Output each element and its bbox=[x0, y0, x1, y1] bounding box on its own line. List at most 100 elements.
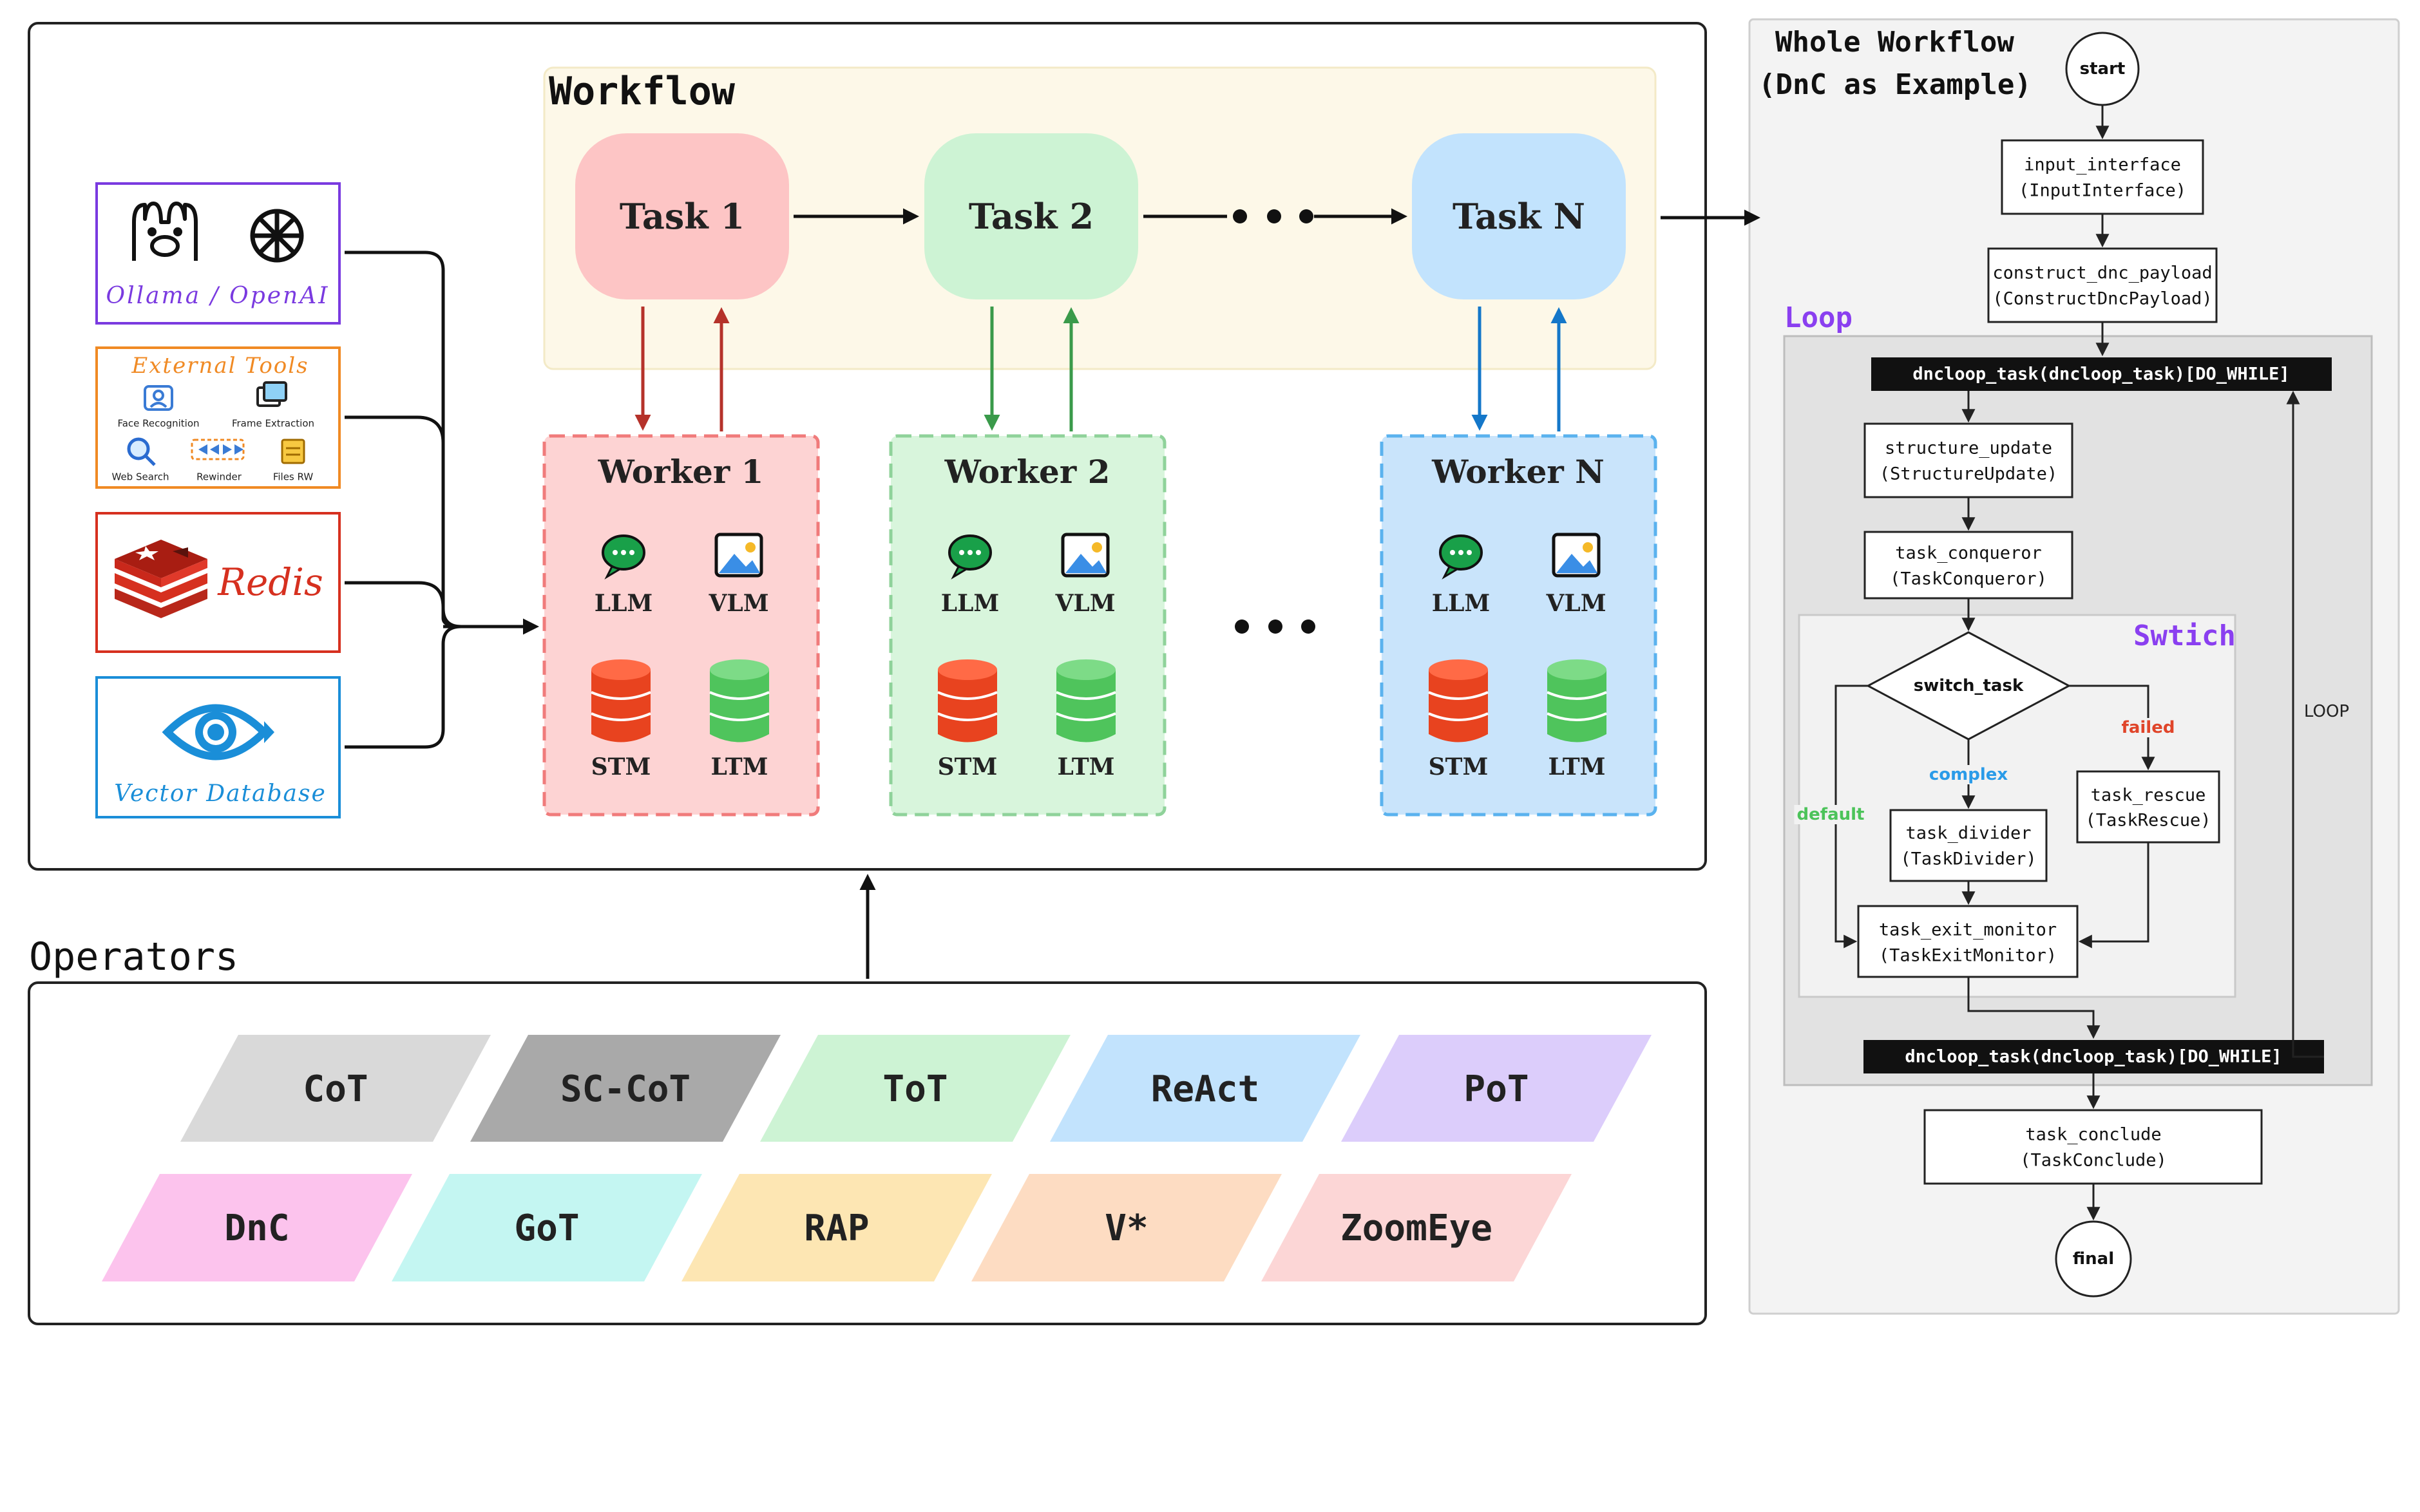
task-2-shape bbox=[924, 133, 1138, 299]
operator-tot[interactable]: ToT bbox=[882, 1068, 948, 1110]
chain-dot-3 bbox=[1299, 209, 1313, 223]
task-conqueror-node bbox=[1863, 531, 2073, 600]
vlm-icon bbox=[1552, 533, 1601, 578]
connector-vector bbox=[345, 625, 462, 749]
worker-2-vlm-label: VLM bbox=[1055, 590, 1116, 617]
operator-got[interactable]: GoT bbox=[514, 1207, 580, 1249]
web-search-icon bbox=[127, 437, 156, 466]
task-conclude-node bbox=[1923, 1109, 2263, 1185]
dncloop-top-label[interactable]: dncloop_task(dncloop_task)[DO_WHILE] bbox=[1912, 364, 2290, 384]
structure-update-l1[interactable]: structure_update bbox=[1884, 438, 2053, 458]
operator-sccot[interactable]: SC-CoT bbox=[560, 1068, 691, 1110]
rewinder-icon bbox=[191, 439, 245, 460]
worker-2-stm-label: STM bbox=[937, 753, 998, 780]
input-interface-l1[interactable]: input_interface bbox=[2024, 155, 2181, 175]
task-exit-monitor-node bbox=[1857, 905, 2079, 978]
worker-1-llm-label: LLM bbox=[594, 590, 653, 617]
tool-rewinder: Rewinder bbox=[196, 471, 242, 483]
operator-pot[interactable]: PoT bbox=[1463, 1068, 1529, 1110]
task-exit-monitor-l2[interactable]: (TaskExitMonitor) bbox=[1878, 945, 2057, 966]
input-interface-node bbox=[2001, 139, 2204, 215]
worker-1-label[interactable]: Worker 1 bbox=[598, 453, 764, 491]
task-2-label[interactable]: Task 2 bbox=[968, 196, 1094, 237]
worker-dot-2 bbox=[1268, 619, 1282, 634]
operator-dnc[interactable]: DnC bbox=[224, 1207, 290, 1249]
worker-n-label[interactable]: Worker N bbox=[1432, 453, 1605, 491]
source-ollama-label: Ollama / OpenAI bbox=[106, 283, 330, 309]
tool-frame-extraction: Frame Extraction bbox=[231, 417, 315, 430]
source-redis-label: Redis bbox=[218, 560, 323, 604]
ltm-icon bbox=[1547, 659, 1607, 742]
worker-1-shape bbox=[542, 434, 820, 817]
worker-2-icons bbox=[937, 533, 1116, 742]
construct-l1[interactable]: construct_dnc_payload bbox=[1992, 263, 2213, 283]
operator-react[interactable]: ReAct bbox=[1150, 1068, 1260, 1110]
construct-node bbox=[1987, 247, 2218, 323]
dncloop-top-node bbox=[1871, 357, 2332, 391]
task-conclude-l2[interactable]: (TaskConclude) bbox=[2020, 1150, 2167, 1171]
task-conqueror-l1[interactable]: task_conqueror bbox=[1895, 543, 2042, 563]
structure-update-l2[interactable]: (StructureUpdate) bbox=[1879, 464, 2058, 484]
task-divider-node bbox=[1889, 809, 2048, 882]
source-vector-label: Vector Database bbox=[114, 780, 327, 807]
face-recognition-icon bbox=[144, 385, 173, 411]
operator-sccot-shape bbox=[470, 1035, 781, 1142]
worker-1-ltm-label: LTM bbox=[710, 753, 768, 780]
task-exit-monitor-l1[interactable]: task_exit_monitor bbox=[1878, 920, 2057, 940]
files-rw-icon bbox=[281, 439, 305, 464]
construct-l2[interactable]: (ConstructDncPayload) bbox=[1992, 288, 2213, 309]
operator-rap-shape bbox=[681, 1174, 992, 1281]
edge-failed-label: failed bbox=[2119, 718, 2178, 737]
worker-2-label[interactable]: Worker 2 bbox=[944, 453, 1110, 491]
operator-rap[interactable]: RAP bbox=[804, 1207, 870, 1249]
operator-got-shape bbox=[392, 1174, 702, 1281]
final-node bbox=[2055, 1220, 2132, 1298]
chain-dot-2 bbox=[1267, 209, 1281, 223]
worker-n-stm-label: STM bbox=[1428, 753, 1489, 780]
operator-pot-shape bbox=[1341, 1035, 1652, 1142]
tool-face-recognition: Face Recognition bbox=[117, 417, 200, 430]
task-1-label[interactable]: Task 1 bbox=[619, 196, 745, 237]
worker-n-llm-label: LLM bbox=[1431, 590, 1491, 617]
operator-zoomeye-shape bbox=[1261, 1174, 1572, 1281]
frame-extraction-icon bbox=[256, 381, 287, 407]
tool-web-search: Web Search bbox=[111, 471, 169, 483]
operator-zoomeye[interactable]: ZoomEye bbox=[1340, 1207, 1493, 1249]
task-rescue-l2[interactable]: (TaskRescue) bbox=[2085, 810, 2211, 831]
task-rescue-l1[interactable]: task_rescue bbox=[2090, 785, 2206, 806]
switch-task-label[interactable]: switch_task bbox=[1913, 676, 2024, 695]
flowchart-title-line1: Whole Workflow bbox=[1775, 26, 2014, 59]
worker-2-shape bbox=[889, 434, 1167, 817]
flowchart-title-line2: (DnC as Example) bbox=[1758, 68, 2032, 101]
start-label[interactable]: start bbox=[2079, 59, 2126, 79]
loop-edge-label: LOOP bbox=[2303, 702, 2350, 721]
llm-icon bbox=[948, 534, 992, 580]
llm-icon bbox=[1439, 534, 1483, 580]
task-divider-l2[interactable]: (TaskDivider) bbox=[1900, 849, 2037, 869]
task-divider-l1[interactable]: task_divider bbox=[1905, 823, 2032, 844]
vector-database-icon bbox=[162, 704, 274, 761]
task-n-label[interactable]: Task N bbox=[1453, 196, 1585, 237]
task-rescue-node bbox=[2076, 770, 2220, 844]
operator-vstar-shape bbox=[971, 1174, 1282, 1281]
worker-n-icons bbox=[1428, 533, 1607, 742]
worker-2-ltm-label: LTM bbox=[1057, 753, 1115, 780]
operator-react-shape bbox=[1050, 1035, 1360, 1142]
worker-dot-1 bbox=[1235, 619, 1249, 634]
operator-dnc-shape bbox=[102, 1174, 412, 1281]
task-conqueror-l2[interactable]: (TaskConqueror) bbox=[1890, 569, 2047, 589]
input-interface-l2[interactable]: (InputInterface) bbox=[2018, 180, 2187, 201]
operators-title: Operators bbox=[29, 934, 239, 979]
stm-icon bbox=[591, 659, 651, 742]
worker-2-llm-label: LLM bbox=[940, 590, 1000, 617]
structure-update-node bbox=[1863, 422, 2073, 498]
task-conclude-l1[interactable]: task_conclude bbox=[2025, 1124, 2162, 1145]
final-label[interactable]: final bbox=[2072, 1249, 2115, 1269]
ltm-icon bbox=[709, 659, 770, 742]
dncloop-bottom-label[interactable]: dncloop_task(dncloop_task)[DO_WHILE] bbox=[1905, 1046, 2282, 1067]
operator-cot[interactable]: CoT bbox=[303, 1068, 368, 1110]
operator-vstar[interactable]: V* bbox=[1105, 1207, 1148, 1249]
llm-icon bbox=[602, 534, 645, 580]
loop-label: Loop bbox=[1784, 301, 1853, 334]
